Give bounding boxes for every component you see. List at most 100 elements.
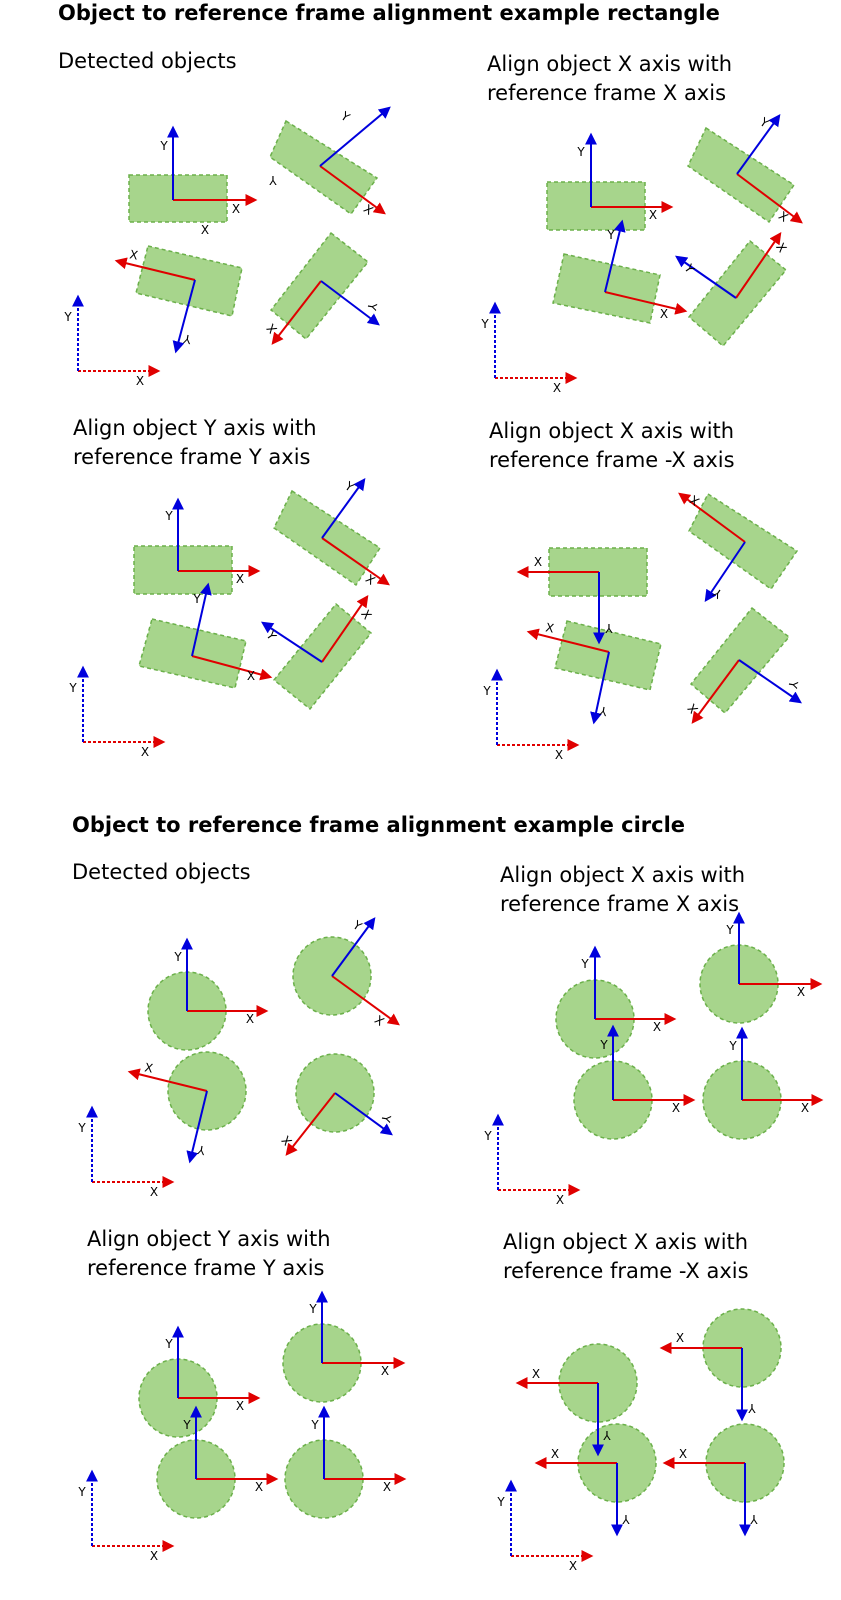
circle-a-obj1-x-label: X [246, 1012, 254, 1026]
rect-c-ref-x-label: X [141, 745, 149, 759]
caption-circle-alignx-line1: Align object X axis with [500, 863, 745, 887]
circle-d-obj3-y-label: Y [622, 1512, 631, 1526]
rect-c-obj2-x-axis-arrow [321, 537, 390, 586]
circle-b-ref-y-label: Y [483, 1129, 492, 1143]
circle-c-obj2-y-label: Y [308, 1302, 317, 1316]
circle-d-ref-y-label: Y [496, 1495, 505, 1509]
circle-a-obj4-y-label: Y [378, 1113, 393, 1124]
rect-d-ref-y-label: Y [482, 684, 491, 698]
caption-circle-alignnegx-line1: Align object X axis with [503, 1230, 748, 1254]
rect-d-obj3-y-axis-arrow [590, 651, 610, 725]
rect-c-obj3-x-label: X [247, 669, 255, 683]
rect-c-obj4 [272, 602, 373, 711]
rect-b-obj1-y-label: Y [576, 145, 585, 159]
rect-b-obj4-x-axis-arrow [735, 232, 782, 299]
rect-d-obj4-y-label: Y [785, 679, 800, 690]
circle-c-ref-x-label: X [150, 1549, 158, 1563]
circle-d-obj1-x-label: X [532, 1367, 540, 1381]
rect-a-obj2-x-axis-arrow [319, 165, 386, 215]
circle-c-obj1-x-label: X [236, 1399, 244, 1413]
circle-a-obj3-y-label: Y [196, 1142, 207, 1157]
circle-a-obj3-x-axis-arrow [127, 1068, 208, 1092]
circle-a-obj2-x-label: X [372, 1013, 387, 1029]
circle-a-obj3-x-label: X [143, 1060, 154, 1075]
circle-b-obj4-x-label: X [801, 1101, 809, 1115]
circle-b-ref-x-label: X [556, 1193, 564, 1207]
rect-d-ref-x-label: X [555, 748, 563, 762]
rect-c-obj3-y-label: Y [192, 592, 201, 606]
rect-a-ref-x-label: X [136, 374, 144, 388]
circle-a-obj4-x-axis-arrow [285, 1092, 336, 1156]
rect-b-obj4 [687, 239, 788, 348]
circle-a-obj2-y-label: Y [349, 917, 364, 934]
rect-d-obj3-x-axis-arrow [526, 628, 610, 653]
caption-circle-aligny-line2: reference frame Y axis [87, 1256, 324, 1280]
rect-c-obj4-y-label: Y [263, 628, 280, 643]
circle-c-obj4-x-label: X [383, 1480, 391, 1494]
circle-c-obj2-x-label: X [381, 1364, 389, 1378]
section-title-rectangle: Object to reference frame alignment exam… [58, 1, 720, 25]
circle-a-obj1-y-label: Y [173, 950, 182, 964]
circle-b-obj3-y-label: Y [599, 1038, 608, 1052]
circle-b-obj3-x-label: X [672, 1101, 680, 1115]
circle-d-obj2-x-label: X [676, 1331, 684, 1345]
rect-d-obj2-y-label: Y [710, 585, 725, 602]
rect-c-obj2 [273, 489, 382, 587]
rect-c-obj4-y-axis-arrow [260, 621, 323, 663]
circle-b-obj4-y-label: Y [728, 1039, 737, 1053]
circle-d-obj2-y-label: Y [748, 1401, 757, 1415]
caption-rect-aligny-line1: Align object Y axis with [73, 416, 317, 440]
rect-c-obj1-y-label: Y [164, 509, 173, 523]
rect-c-obj2-x-label: X [363, 572, 378, 588]
caption-circle-aligny-line1: Align object Y axis with [87, 1227, 331, 1251]
rect-b-obj3-y-label: Y [606, 228, 615, 242]
circle-c-obj1-y-label: Y [164, 1337, 173, 1351]
rect-b-obj2 [687, 126, 796, 224]
rect-d-obj1-x-label: X [534, 555, 542, 569]
rect-a-obj2-x-label: X [361, 202, 376, 218]
caption-rect-alignnegx-line1: Align object X axis with [489, 419, 734, 443]
rect-c-obj3-y-axis-arrow [191, 582, 212, 657]
rect-a-obj1-x-label: X [232, 202, 240, 216]
rect-a-obj4-x-axis-arrow [271, 280, 322, 345]
caption-rect-aligny-line2: reference frame Y axis [73, 445, 310, 469]
rect-b-obj2-y-axis-arrow [736, 114, 781, 175]
section-title-circle: Object to reference frame alignment exam… [72, 813, 685, 837]
rect-d-obj4-y-axis-arrow [738, 659, 802, 704]
circle-d-obj4-x-label: X [679, 1447, 687, 1461]
rect-d-obj3-x-label: X [544, 620, 555, 635]
circle-c-obj3-x-label: X [255, 1480, 263, 1494]
rect-d-obj1-y-label: Y [605, 621, 614, 635]
rect-b-obj4-x-label: X [773, 240, 789, 255]
rect-a-obj4-y-label: Y [364, 301, 379, 312]
rect-c-obj4-x-label: X [358, 607, 374, 622]
rect-a-obj4 [269, 231, 370, 341]
rect-a-obj3-y-label: Y [182, 331, 193, 346]
rect-b-obj3-x-axis-arrow [604, 291, 688, 315]
rect-a-obj3-y-axis-arrow [172, 279, 196, 354]
rect-a-obj1 [128, 174, 228, 223]
circle-a-obj2-y-axis-arrow [331, 917, 376, 977]
rect-d-obj2-x-axis-arrow [678, 492, 746, 543]
rect-a-obj3 [135, 245, 243, 317]
rect-a-obj1-x-label-alt: X [201, 223, 209, 237]
caption-rect-alignx-line2: reference frame X axis [487, 81, 726, 105]
circle-c-obj4-y-label: Y [310, 1418, 319, 1432]
caption-circle-alignx-line2: reference frame X axis [500, 892, 739, 916]
rect-a-obj2-y-label-alt: Y [269, 173, 278, 187]
rect-b-ref-y-label: Y [480, 317, 489, 331]
rect-b-obj2-x-axis-arrow [736, 173, 803, 224]
rect-d-obj4-x-axis-arrow [691, 659, 740, 724]
circle-b-obj2-x-label: X [797, 985, 805, 999]
caption-rect-alignx-line1: Align object X axis with [487, 52, 732, 76]
circle-a-obj3-y-axis-arrow [186, 1090, 208, 1164]
circle-c-ref-y-label: Y [77, 1485, 86, 1499]
rect-a-obj4-x-label: X [264, 321, 280, 336]
rect-b-obj3-x-label: X [660, 307, 668, 321]
rect-b-obj4-y-axis-arrow [675, 255, 737, 299]
rect-a-obj4-y-axis-arrow [320, 280, 380, 326]
circle-d-obj3-x-label: X [551, 1447, 559, 1461]
circle-b-obj1-y-label: Y [580, 957, 589, 971]
rect-a-obj2-y-label: Y [337, 108, 352, 125]
